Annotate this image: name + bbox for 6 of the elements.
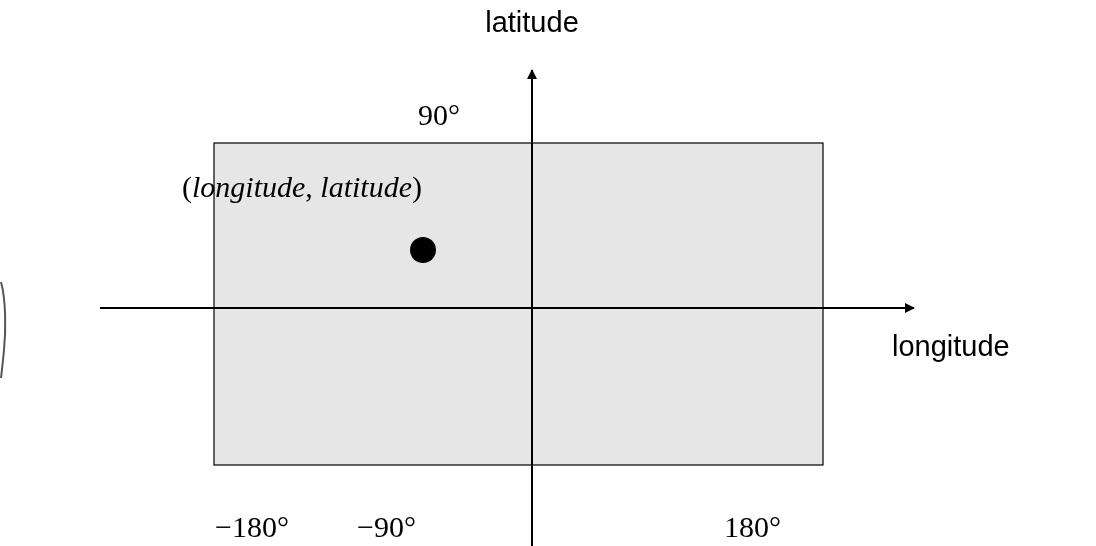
- tick-label: 180°: [724, 512, 781, 542]
- axis-title: latitude: [485, 8, 579, 37]
- tick-label: −90°: [357, 512, 416, 542]
- axis-title: longitude: [892, 332, 1010, 361]
- tick-label: 90°: [418, 100, 460, 130]
- tick-label: −180°: [215, 512, 289, 542]
